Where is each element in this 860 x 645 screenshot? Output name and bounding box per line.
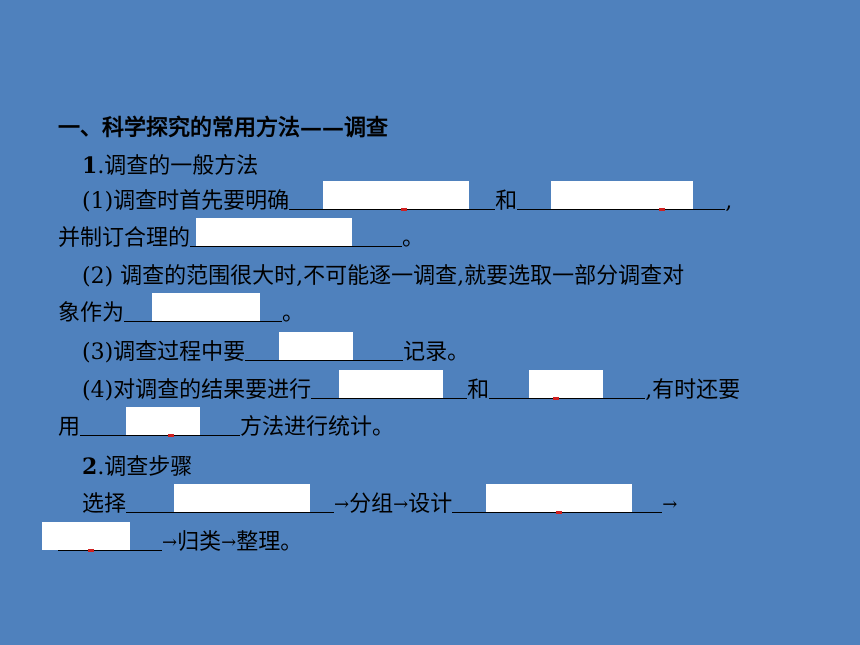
item-4-line-2: 用 方法进行统计。 [58,407,395,443]
blank-7-cover [529,370,604,398]
item-1-and: 和 [495,189,518,214]
subsection-2-title: 2.调查步骤 [82,452,192,482]
arrow-icon: → [334,494,350,515]
item-1-line-2-prefix: 并制订合理的 [58,226,191,251]
item-3-prefix: (3)调查过程中要 [82,340,246,365]
subsection-2-label: .调查步骤 [97,455,193,480]
section-heading: 一、科学探究的常用方法——调查 [58,113,388,143]
blank-7-mark [553,397,560,400]
blank-1[interactable] [289,181,496,211]
item-1-line-2: 并制订合理的 。 [58,218,425,254]
blank-10[interactable] [452,484,663,514]
blank-5-cover [279,332,354,360]
item-4-line-2-prefix: 用 [58,415,81,440]
item-2-line-2-end: 。 [282,301,305,326]
item-1-prefix: (1)调查时首先要明确 [82,189,290,214]
item-3-end: 记录。 [403,340,470,365]
arrow-icon: → [662,494,678,515]
item-3-line: (3)调查过程中要 记录。 [82,332,470,368]
blank-2-mark [659,208,666,211]
blank-8[interactable] [80,407,241,437]
item-2-line-1: (2) 调查的范围很大时,不可能逐一调查,就要选取一部分调查对 [82,262,684,292]
blank-10-cover [486,484,633,512]
item-2-text: (2) 调查的范围很大时,不可能逐一调查,就要选取一部分调查对 [82,264,685,289]
blank-11[interactable] [42,522,162,552]
blank-11-cover [42,522,130,550]
steps-line-2: →归类→整理。 [42,522,303,558]
blank-5[interactable] [245,332,404,361]
steps-line-1: 选择→分组→设计→ [82,484,678,520]
subsection-1-label: .调查的一般方法 [97,154,259,179]
steps-design: 设计 [408,492,453,517]
steps-group: 分组 [349,492,394,517]
blank-6[interactable] [311,370,468,399]
blank-7[interactable] [489,370,646,400]
item-4-and: 和 [467,378,490,403]
blank-6-cover [339,370,444,398]
blank-8-cover [126,407,201,435]
blank-9-cover [174,484,311,512]
blank-10-mark [556,511,563,514]
item-1-line-1: (1)调查时首先要明确 和, [82,181,733,217]
steps-prefix: 选择 [82,492,127,517]
arrow-icon: → [393,494,409,515]
blank-9[interactable] [126,484,335,513]
blank-4[interactable] [124,293,283,322]
blank-11-mark [88,549,94,552]
blank-4-cover [152,293,261,321]
blank-2[interactable] [517,181,726,211]
item-1-line-2-end: 。 [402,226,425,251]
subsection-1-number: 1 [82,153,98,179]
blank-2-cover [551,181,694,209]
subsection-1-title: 1.调查的一般方法 [82,151,258,181]
heading-text: 一、科学探究的常用方法——调查 [58,115,389,141]
arrow-icon: → [221,532,237,553]
blank-3[interactable] [190,218,403,247]
item-2-line-2-prefix: 象作为 [58,301,125,326]
item-4-line-1: (4)对调查的结果要进行 和 ,有时还要 [82,370,741,406]
item-4-prefix: (4)对调查的结果要进行 [82,378,312,403]
item-1-comma: , [725,189,733,214]
item-4-end: ,有时还要 [645,378,741,403]
blank-1-cover [323,181,470,209]
item-4-line-2-end: 方法进行统计。 [240,415,395,440]
blank-8-mark [168,434,175,437]
subsection-2-number: 2 [82,454,98,480]
arrow-icon: → [162,532,178,553]
item-2-line-2: 象作为 。 [58,293,305,329]
blank-1-mark [401,208,408,211]
steps-classify: 归类 [177,530,222,555]
blank-3-cover [196,218,353,246]
steps-organize: 整理。 [236,530,303,555]
